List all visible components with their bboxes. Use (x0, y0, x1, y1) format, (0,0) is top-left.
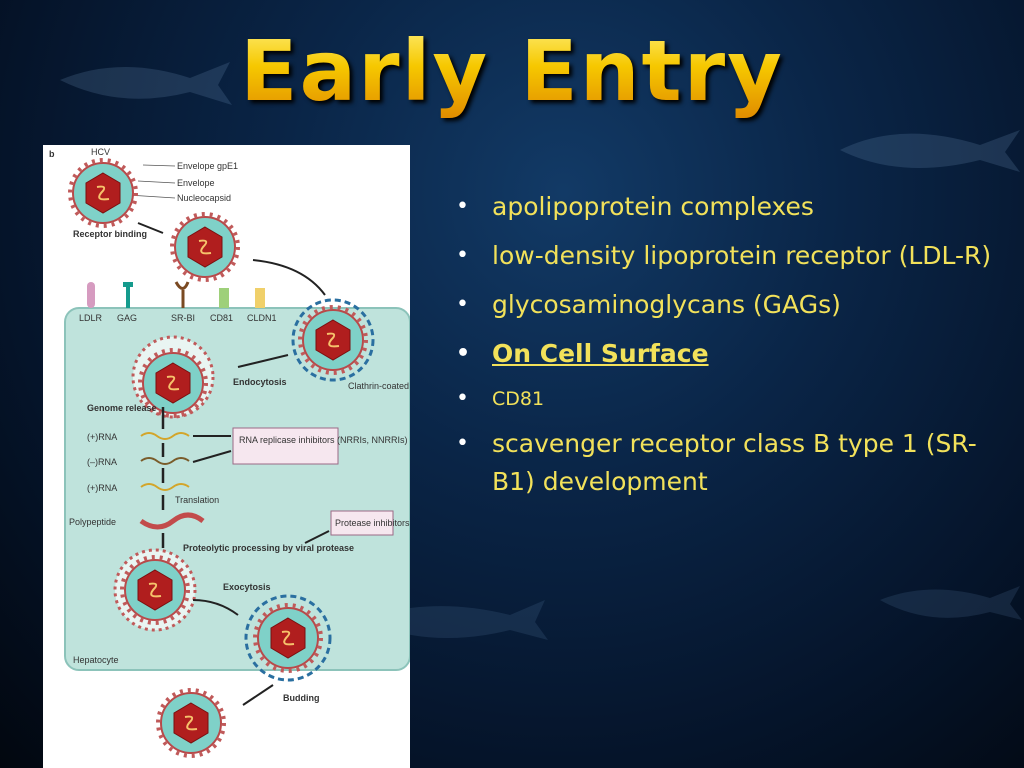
bullet-text: scavenger receptor class B type 1 (SR-B1… (492, 429, 977, 496)
receptor-srbi: SR-BI (171, 313, 195, 323)
replicase-inhibitor-box (232, 427, 339, 465)
envelope-gpe1-label: Envelope gpE1 (177, 161, 238, 171)
rna-negative-label: (–)RNA (87, 457, 117, 467)
bullet-item: • glycosaminoglycans (GAGs) (452, 286, 1018, 324)
clathrin-label: Clathrin-coated pit (348, 381, 410, 391)
bullet-dot: • (456, 341, 471, 366)
bullet-text: On Cell Surface (492, 339, 709, 368)
receptor-ldlr: LDLR (79, 313, 103, 323)
replicase-inhibitor-label: RNA replicase inhibitors (NRRIs, NNRRIs) (239, 435, 408, 445)
hcv-label: HCV (91, 147, 110, 157)
bullet-item-emphasis: • On Cell Surface (452, 335, 1018, 373)
bullet-text: CD81 (492, 388, 545, 410)
bullet-text: low-density lipoprotein receptor (LDL-R) (492, 241, 992, 270)
bullet-dot: • (456, 386, 469, 411)
panel-label: b (49, 149, 55, 159)
virion-binding (170, 212, 240, 282)
budding-label: Budding (283, 693, 320, 703)
hcv-lifecycle-diagram: b HCV Envelope gpE1 Envelope Nucleocapsi… (49, 147, 410, 758)
exocytosis-label: Exocytosis (223, 582, 271, 592)
polypeptide-label: Polypeptide (69, 517, 116, 527)
translation-label: Translation (175, 495, 219, 505)
receptor-binding-label: Receptor binding (73, 229, 147, 239)
bullet-dot: • (456, 194, 469, 219)
bullet-item: • low-density lipoprotein receptor (LDL-R… (452, 237, 1018, 275)
receptor-row (87, 281, 265, 308)
bullet-list: • apolipoprotein complexes • low-density l… (452, 188, 1018, 512)
nucleocapsid-label: Nucleocapsid (177, 193, 231, 203)
receptor-cldn1: CLDN1 (247, 313, 277, 323)
virion-free (68, 158, 138, 228)
rna-positive-2-label: (+)RNA (87, 483, 117, 493)
slide-title: Early Entry (0, 22, 1024, 120)
genome-release-label: Genome release (87, 403, 157, 413)
bullet-text: apolipoprotein complexes (492, 192, 814, 221)
rna-positive-label: (+)RNA (87, 432, 117, 442)
receptor-gag: GAG (117, 313, 137, 323)
bullet-item: • apolipoprotein complexes (452, 188, 1018, 226)
receptor-cd81: CD81 (210, 313, 233, 323)
bullet-dot: • (456, 431, 469, 456)
protease-inhibitor-label: Protease inhibitors (335, 518, 410, 528)
hepatocyte-label: Hepatocyte (73, 655, 119, 665)
bullet-dot: • (456, 243, 469, 268)
hcv-lifecycle-figure: b HCV Envelope gpE1 Envelope Nucleocapsi… (43, 145, 410, 768)
virion-budding (156, 688, 226, 758)
envelope-label: Envelope (177, 178, 215, 188)
proteolytic-label: Proteolytic processing by viral protease (183, 543, 354, 553)
protease-inhibitor-box (330, 510, 394, 536)
bullet-text: glycosaminoglycans (GAGs) (492, 290, 841, 319)
bullet-item: • scavenger receptor class B type 1 (SR-B… (452, 425, 1018, 501)
bullet-item: • CD81 (452, 384, 1018, 414)
bullet-dot: • (456, 292, 469, 317)
endocytosis-label: Endocytosis (233, 377, 287, 387)
